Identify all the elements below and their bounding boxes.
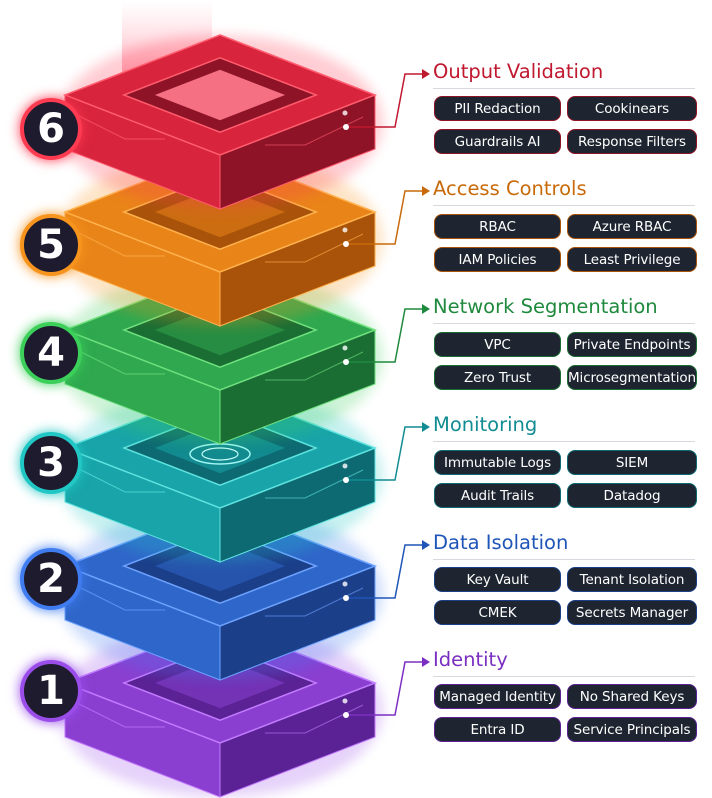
tag-pill: Immutable Logs	[434, 450, 561, 475]
tag-pill: Least Privilege	[567, 247, 697, 272]
layer-number-badge-3: 3	[20, 432, 82, 494]
tag-pill: Audit Trails	[434, 483, 561, 508]
layer-number-badge-1: 1	[20, 660, 82, 722]
arrow-icon	[422, 304, 430, 314]
layer-title: Data Isolation	[433, 531, 569, 554]
tag-pill: IAM Policies	[434, 247, 561, 272]
connector-dot	[343, 595, 349, 601]
connector-dot	[343, 124, 349, 130]
tag-pill: Guardrails AI	[434, 129, 561, 154]
tag-pill: RBAC	[434, 214, 561, 239]
arrow-icon	[422, 540, 430, 550]
tag-pill: SIEM	[567, 450, 697, 475]
layer-number-badge-6: 6	[20, 98, 82, 160]
connector-line	[346, 426, 422, 481]
tag-pill: No Shared Keys	[567, 684, 697, 709]
arrow-icon	[422, 186, 430, 196]
layer-number-badge-2: 2	[20, 548, 82, 610]
connector-dot	[343, 241, 349, 247]
tag-pill: Datadog	[567, 483, 697, 508]
section-divider	[433, 205, 695, 206]
arrow-icon	[422, 69, 430, 79]
tag-pill: Azure RBAC	[567, 214, 697, 239]
connector-line	[346, 190, 422, 245]
tag-pill: Managed Identity	[434, 684, 561, 709]
tag-pill: Service Principals	[567, 717, 697, 742]
section-divider	[433, 323, 695, 324]
tag-pill: Secrets Manager	[567, 600, 697, 625]
tag-pill: Tenant Isolation	[567, 567, 697, 592]
section-divider	[433, 441, 695, 442]
connector-dot	[343, 477, 349, 483]
connector-line	[346, 73, 422, 128]
tag-pill: PII Redaction	[434, 96, 561, 121]
tag-pill: VPC	[434, 332, 561, 357]
tag-pill: Zero Trust	[434, 365, 561, 390]
layer-number-badge-5: 5	[20, 214, 82, 276]
section-divider	[433, 88, 695, 89]
connector-dot	[343, 359, 349, 365]
layer-block-6	[57, 34, 383, 210]
connector-dot	[343, 712, 349, 718]
arrow-icon	[422, 422, 430, 432]
layer-title: Identity	[433, 648, 508, 671]
layer-title: Monitoring	[433, 413, 538, 436]
section-divider	[433, 559, 695, 560]
tag-pill: Response Filters	[567, 129, 697, 154]
layer-title: Network Segmentation	[433, 295, 658, 318]
connector-line	[346, 544, 422, 599]
layer-title: Access Controls	[433, 177, 587, 200]
tag-pill: CMEK	[434, 600, 561, 625]
tag-pill: Cookinears	[567, 96, 697, 121]
layer-title: Output Validation	[433, 60, 604, 83]
tag-pill: Key Vault	[434, 567, 561, 592]
connector-line	[346, 308, 422, 363]
tag-pill: Entra ID	[434, 717, 561, 742]
section-divider	[433, 676, 695, 677]
arrow-icon	[422, 657, 430, 667]
tag-pill: Private Endpoints	[567, 332, 697, 357]
layer-number-badge-4: 4	[20, 322, 82, 384]
connector-line	[346, 661, 422, 716]
tag-pill: Microsegmentation	[567, 365, 697, 390]
